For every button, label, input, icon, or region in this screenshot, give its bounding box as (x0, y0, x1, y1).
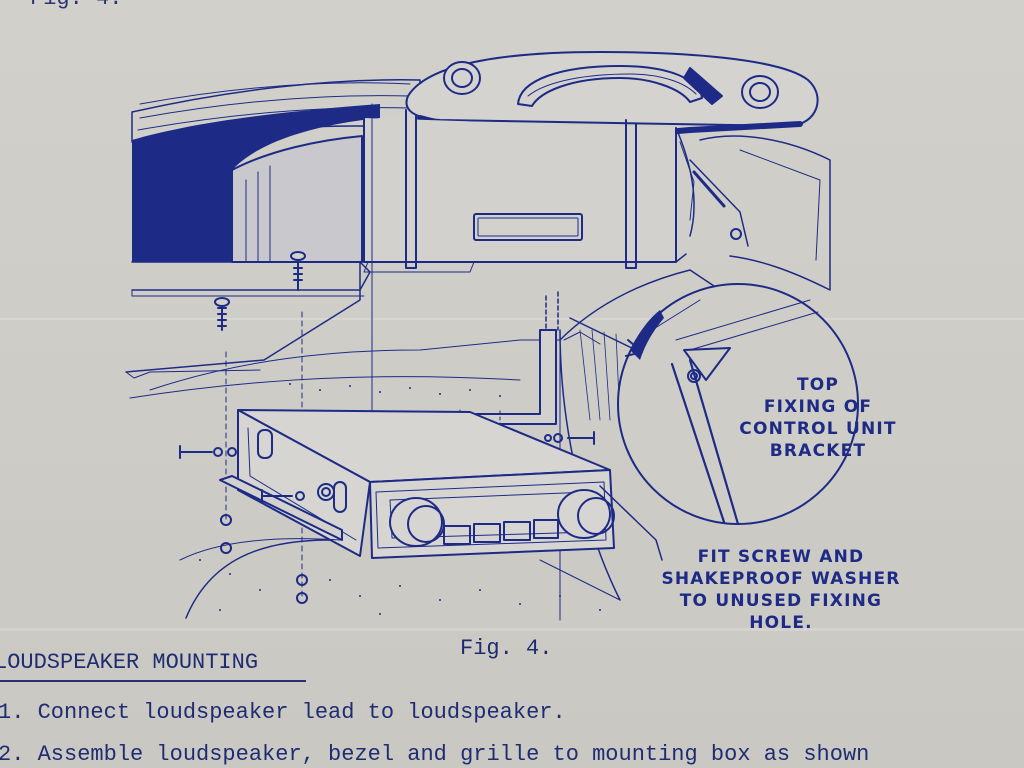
callout-line: TO UNUSED FIXING (679, 591, 883, 611)
detail-magnifier (569, 283, 859, 561)
paper-crease (0, 628, 1024, 631)
floor-texture (129, 376, 621, 601)
instruction-step-1: 1. Connect loudspeaker lead to loudspeak… (0, 700, 566, 725)
side-panel-right (559, 135, 831, 345)
callout-line: BRACKET (769, 441, 867, 461)
control-unit-box (363, 109, 695, 273)
radio-unit (179, 409, 615, 559)
previous-figure-label: Fig. 4. (30, 0, 122, 11)
paper-crease (0, 318, 1024, 320)
callout-line: SHAKEPROOF WASHER (661, 569, 901, 589)
stipple-dots (199, 383, 601, 615)
radio-installation-illustration (125, 51, 859, 621)
figure-caption: Fig. 4. (460, 636, 553, 661)
heading-underline (0, 680, 306, 682)
callout-line: FIXING OF (763, 397, 873, 417)
dashboard-shelf (125, 79, 421, 379)
callout-line: TOP (796, 375, 840, 395)
callout-line: HOLE. (749, 613, 813, 633)
callout-line: CONTROL UNIT (739, 419, 897, 439)
callout-top-fixing: TOP FIXING OF CONTROL UNIT BRACKET (728, 374, 908, 462)
section-heading: LOUDSPEAKER MOUNTING (0, 650, 259, 675)
callout-fit-screw: FIT SCREW AND SHAKEPROOF WASHER TO UNUSE… (646, 546, 916, 634)
callout-line: FIT SCREW AND (697, 547, 865, 567)
transmission-tunnel (149, 329, 621, 621)
instruction-step-2: 2. Assemble loudspeaker, bezel and grill… (0, 742, 870, 767)
